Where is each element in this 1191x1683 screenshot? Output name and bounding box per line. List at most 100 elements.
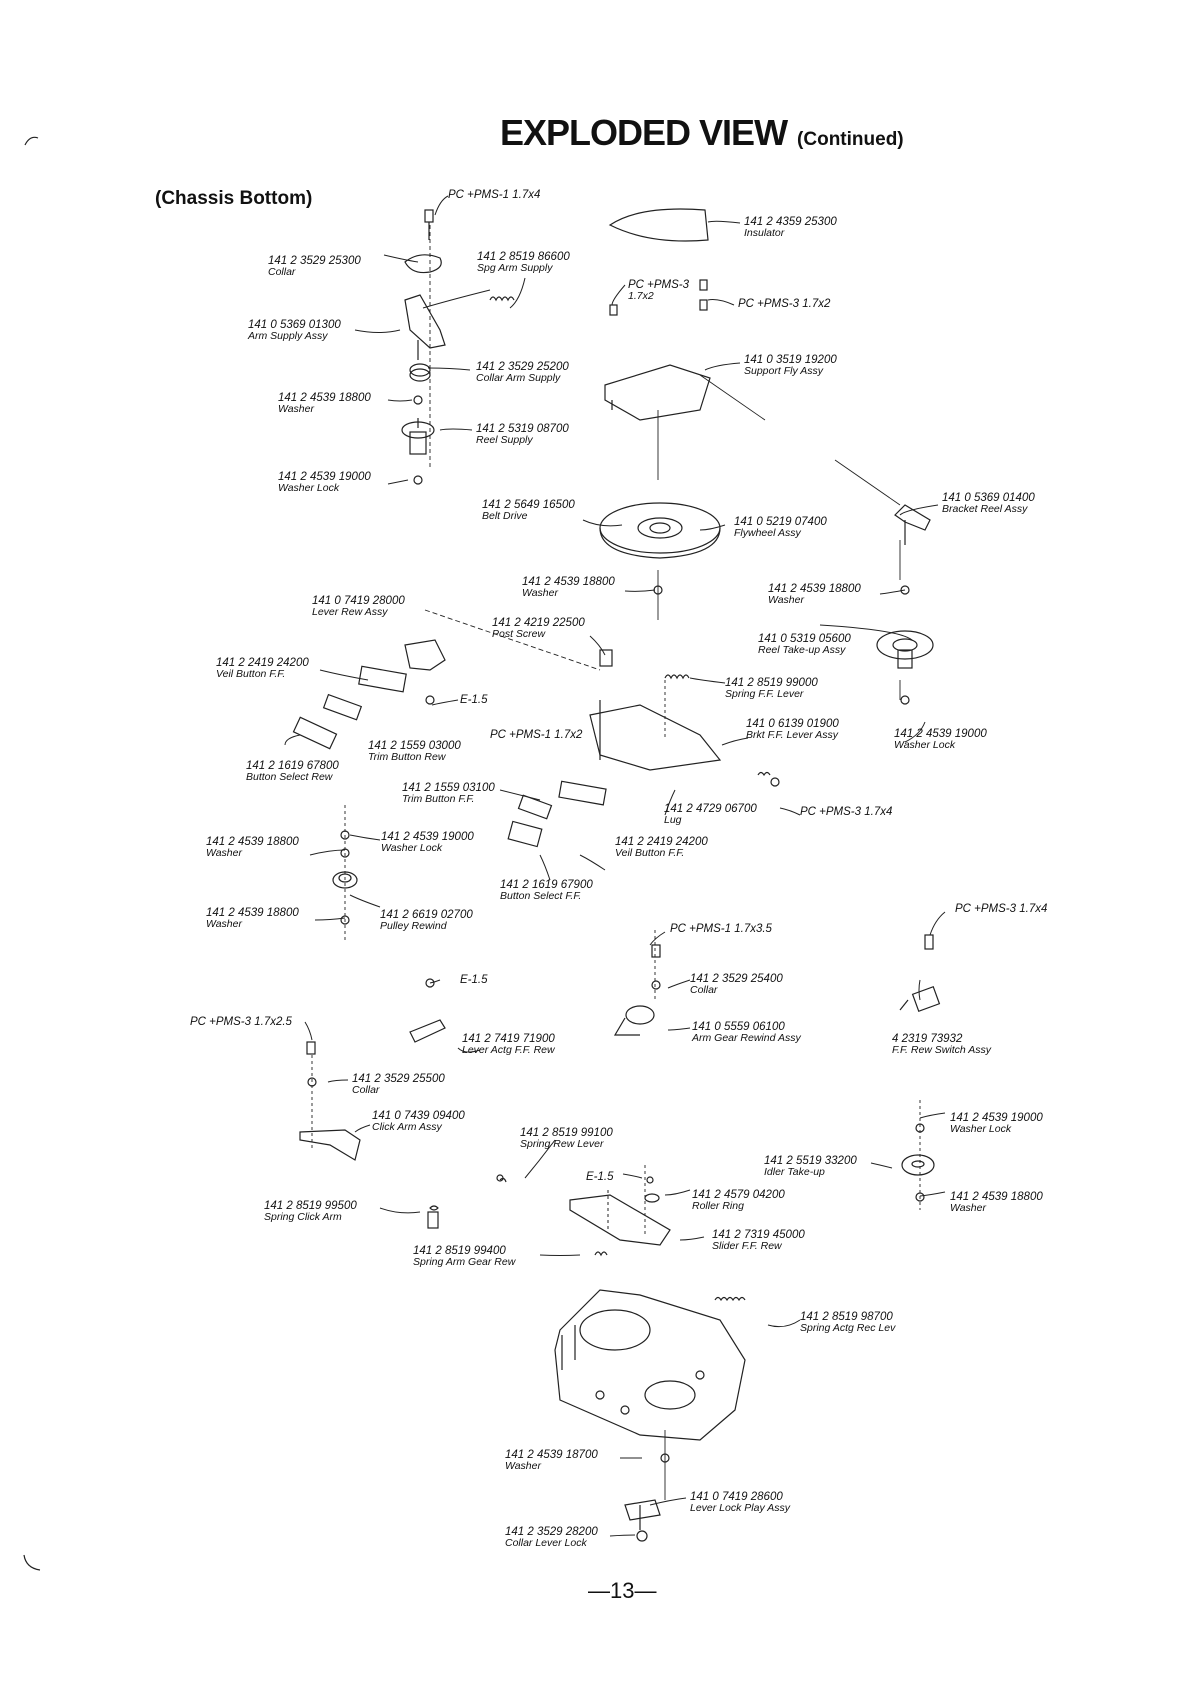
part-name: Insulator xyxy=(744,227,785,239)
part-number: 141 0 7439 09400 xyxy=(372,1110,465,1122)
part-name: Roller Ring xyxy=(692,1200,744,1212)
part-name: Trim Button Rew xyxy=(368,751,446,763)
part-number: 141 0 5559 06100 xyxy=(692,1021,785,1033)
part-name: Button Select F.F. xyxy=(500,890,582,902)
screw-pms1-shape xyxy=(651,944,661,958)
part-name: 1.7x2 xyxy=(628,290,654,302)
part-number: 141 2 1619 67900 xyxy=(500,879,593,891)
part-number: 141 2 8519 86600 xyxy=(477,251,570,263)
button-select-ff-shape xyxy=(507,820,543,848)
part-number: 141 2 4729 06700 xyxy=(664,803,757,815)
washer-lock-shape-1 xyxy=(413,475,423,485)
part-name: Brkt F.F. Lever Assy xyxy=(746,729,839,741)
part-number: 141 2 4539 18800 xyxy=(206,907,299,919)
spring-ff-lever-shape xyxy=(664,674,690,680)
post-screw-shape xyxy=(599,649,613,667)
part-number: PC +PMS-3 1.7x4 xyxy=(955,903,1048,915)
part-number: 141 0 5219 07400 xyxy=(734,516,827,528)
part-number: 141 2 8519 98700 xyxy=(800,1311,893,1323)
section-title: (Chassis Bottom) xyxy=(155,188,313,209)
part-name: Reel Take-up Assy xyxy=(758,644,846,656)
part-name: Collar Lever Lock xyxy=(505,1537,587,1549)
part-name: Collar xyxy=(690,984,718,996)
part-number: 141 2 4579 04200 xyxy=(692,1189,785,1201)
part-name: Washer xyxy=(522,587,558,599)
part-number: 141 2 1619 67800 xyxy=(246,760,339,772)
part-name: Arm Supply Assy xyxy=(248,330,328,342)
part-number: 141 2 5519 33200 xyxy=(764,1155,857,1167)
page-number: —13— xyxy=(588,1578,657,1603)
e15-shape-2 xyxy=(425,978,435,988)
part-label-e15-3: E-1.5 xyxy=(586,1171,614,1183)
part-number: PC +PMS-1 1.7x2 xyxy=(490,729,583,741)
part-number: E-1.5 xyxy=(586,1171,614,1183)
part-name: Lever Actg F.F. Rew xyxy=(462,1044,555,1056)
screws-pms3-shapes xyxy=(609,279,708,316)
part-number: 141 2 4539 19000 xyxy=(894,728,987,740)
part-number: PC +PMS-3 1.7x2.5 xyxy=(190,1016,292,1028)
part-name: Spring Actg Rec Lev xyxy=(800,1322,896,1334)
reel-take-up-assy-shape xyxy=(876,630,934,669)
part-name: Bracket Reel Assy xyxy=(942,503,1028,515)
washer-shape-5 xyxy=(340,915,350,925)
collar-lever-lock-shape xyxy=(636,1530,648,1542)
part-number: 141 2 2419 24200 xyxy=(216,657,309,669)
part-name: Washer xyxy=(505,1460,541,1472)
brkt-ff-lever-assy-shape xyxy=(589,700,722,771)
part-number: 141 2 4539 18700 xyxy=(505,1449,598,1461)
veil-button-shape-1 xyxy=(358,665,407,693)
part-label-screw-7: PC +PMS-3 1.7x2.5 xyxy=(190,1016,292,1028)
part-name: Spring F.F. Lever xyxy=(725,688,804,700)
assembly-axes xyxy=(311,225,921,1500)
part-name: Veil Button F.F. xyxy=(615,847,685,859)
part-name: Washer xyxy=(206,847,242,859)
part-number: 4 2319 73932 xyxy=(892,1033,963,1045)
part-label-e15-1: E-1.5 xyxy=(460,694,488,706)
part-label-screw-5: PC +PMS-3 1.7x4 xyxy=(955,903,1048,915)
part-number: PC +PMS-1 1.7x4 xyxy=(448,189,541,201)
part-number: 141 2 8519 99500 xyxy=(264,1200,357,1212)
part-name: Lever Rew Assy xyxy=(312,606,388,618)
roller-ring-shape xyxy=(644,1193,660,1203)
spring-arm-supply-shape xyxy=(489,296,515,302)
lever-rew-assy-shape xyxy=(404,639,446,671)
part-name: Spring Click Arm xyxy=(264,1211,342,1223)
insulator-shape xyxy=(608,208,709,242)
part-number: 141 0 5369 01300 xyxy=(248,319,341,331)
e15-shape-1 xyxy=(425,695,435,705)
reel-supply-shape xyxy=(401,418,435,455)
part-number: 141 0 3519 19200 xyxy=(744,354,837,366)
part-label-e15-2: E-1.5 xyxy=(460,974,488,986)
part-number: 141 2 8519 99100 xyxy=(520,1127,613,1139)
part-name: Belt Drive xyxy=(482,510,528,522)
part-number: E-1.5 xyxy=(460,974,488,986)
part-number: 141 2 7419 71900 xyxy=(462,1033,555,1045)
part-number: 141 2 3529 25200 xyxy=(476,361,569,373)
part-number: 141 2 4359 25300 xyxy=(744,216,837,228)
part-label-screw-4: PC +PMS-3 1.7x4 xyxy=(800,806,892,818)
part-name: Collar Arm Supply xyxy=(476,372,561,384)
